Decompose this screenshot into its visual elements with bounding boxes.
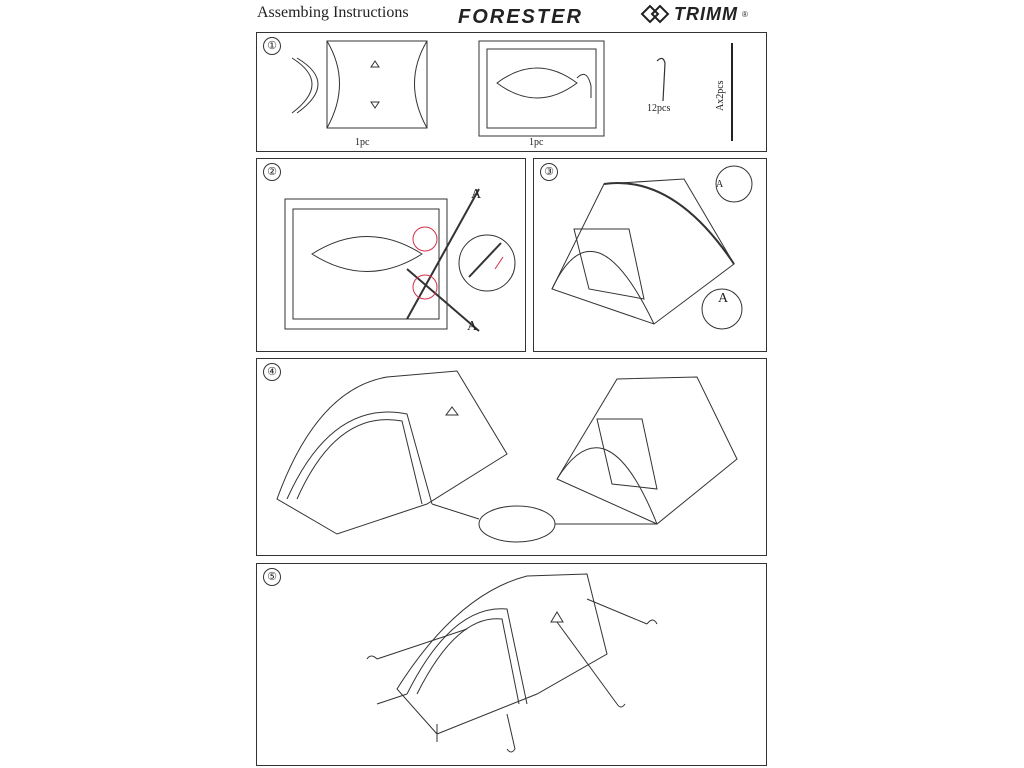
poles-quantity: Ax2pcs: [715, 80, 726, 111]
document-title: Assembing Instructions: [257, 4, 409, 21]
step-5-panel: ⑤: [256, 563, 767, 766]
step-number: ③: [540, 163, 558, 181]
step-number: ①: [263, 37, 281, 55]
inner-tent-flat-illustration: [291, 40, 428, 129]
step-number: ②: [263, 163, 281, 181]
pole-insertion-illustration: [284, 188, 516, 332]
brand-wordmark: TRIMM: [674, 3, 738, 24]
tent-frame-illustration: [551, 165, 753, 330]
step-1-panel: ① 1pc 1pc 12pcs Ax2pcs: [256, 32, 767, 152]
registered-mark: ®: [741, 9, 748, 19]
pole-label-a-top: A: [471, 187, 482, 202]
pole-icon: [731, 43, 733, 141]
pitched-tent-guylines-illustration: [366, 573, 658, 753]
flysheet-quantity: 1pc: [529, 137, 544, 148]
flysheet-flat-illustration: [478, 40, 605, 137]
product-name: FORESTER: [458, 6, 583, 28]
detail-label-a-top: A: [716, 179, 724, 190]
tent-quantity: 1pc: [355, 137, 370, 148]
detail-label-a-bottom: A: [718, 291, 729, 306]
pegs-quantity: 12pcs: [647, 103, 671, 114]
step-2-panel: ② A A: [256, 158, 526, 352]
step-4-panel: ④: [256, 358, 767, 556]
step-number: ④: [263, 363, 281, 381]
flysheet-over-frame-illustration: [276, 370, 738, 543]
step-number: ⑤: [263, 568, 281, 586]
peg-icon: [656, 57, 666, 102]
pole-label-a-bottom: A: [467, 319, 478, 334]
step-3-panel: ③ A A: [533, 158, 767, 352]
brand-mark-icon: [640, 4, 670, 24]
brand-logo: TRIMM®: [640, 2, 748, 26]
